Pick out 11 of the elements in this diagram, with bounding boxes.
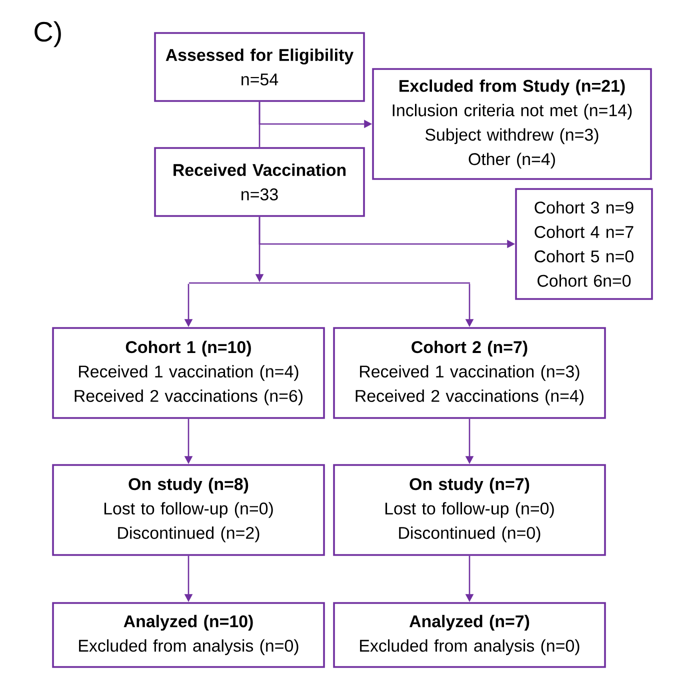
flow-box: Excluded from Study (n=21) Inclusion criteria not met (n=14) Subject withdrew (n=3) Other (n=4) <box>372 68 652 180</box>
flow-box: Cohort 1 (n=10) Received 1 vaccination (n=4) Received 2 vaccinations (n=6) <box>52 327 325 419</box>
flow-box: Cohort 3 n=9 Cohort 4 n=7 Cohort 5 n=0 Cohort 6n=0 <box>515 188 653 300</box>
flow-box: Analyzed (n=10) Excluded from analysis (n=0) <box>52 602 325 668</box>
flow-box: Cohort 2 (n=7) Received 1 vaccination (n=3) Received 2 vaccinations (n=4) <box>333 327 606 419</box>
flow-box: Received Vaccination n=33 <box>154 147 365 217</box>
panel-label: C) <box>34 21 61 48</box>
flow-box: On study (n=8) Lost to follow-up (n=0) Discontinued (n=2) <box>52 464 325 556</box>
flow-box: On study (n=7) Lost to follow-up (n=0) Discontinued (n=0) <box>333 464 606 556</box>
flow-box: Assessed for Eligibility n=54 <box>154 32 365 102</box>
flow-box: Analyzed (n=7) Excluded from analysis (n=0) <box>333 602 606 668</box>
